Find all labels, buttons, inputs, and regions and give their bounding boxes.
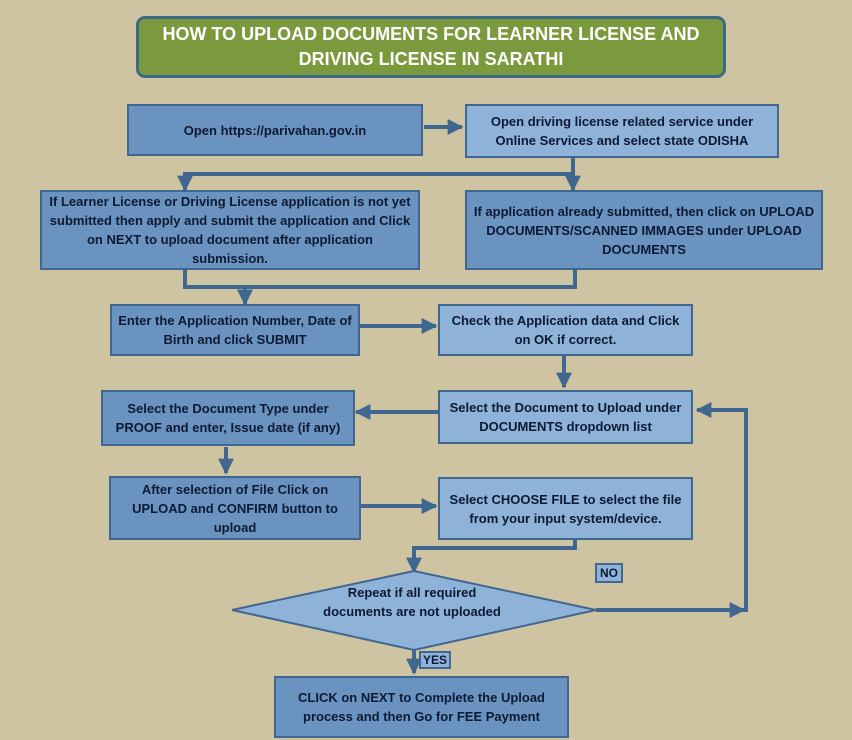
step-enter-application-number: Enter the Application Number, Date of Bi… [110, 304, 360, 356]
arrow-choose-to-decision [406, 540, 577, 574]
arrow-service-to-split [177, 158, 575, 192]
decision-label: Repeat if all required documents are not… [323, 585, 501, 619]
step-choose-file: Select CHOOSE FILE to select the file fr… [438, 477, 693, 540]
page-title: HOW TO UPLOAD DOCUMENTS FOR LEARNER LICE… [136, 16, 726, 78]
step-not-submitted: If Learner License or Driving License ap… [40, 190, 420, 270]
step-select-document-type: Select the Document Type under PROOF and… [101, 390, 355, 446]
step-select-document: Select the Document to Upload under DOCU… [438, 390, 693, 444]
step-open-site: Open https://parivahan.gov.in [127, 104, 423, 156]
arrow-no-loop [596, 402, 748, 612]
arrow-merge-left [183, 270, 577, 289]
step-already-submitted: If application already submitted, then c… [465, 190, 823, 270]
step-open-service: Open driving license related service und… [465, 104, 779, 158]
decision-diamond [231, 569, 597, 652]
no-label: NO [595, 563, 623, 583]
step-upload-confirm: After selection of File Click on UPLOAD … [109, 476, 361, 540]
yes-label: YES [419, 651, 451, 669]
step-check-data: Check the Application data and Click on … [438, 304, 693, 356]
step-final: CLICK on NEXT to Complete the Upload pro… [274, 676, 569, 738]
